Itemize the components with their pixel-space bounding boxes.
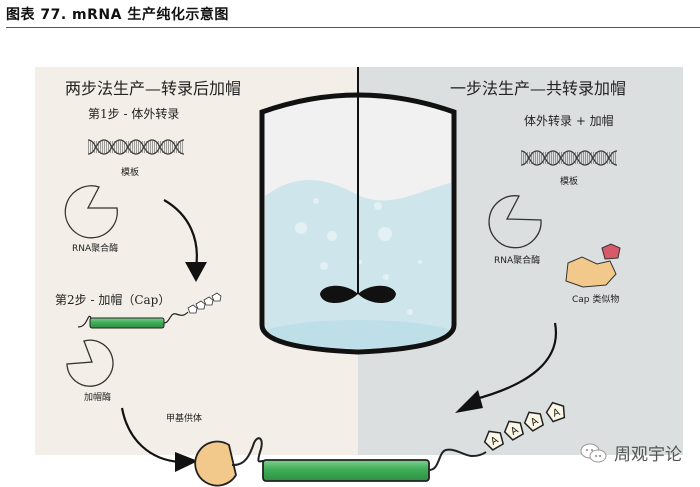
uncapped-mrna-icon (77, 292, 222, 329)
capped-mrna (194, 437, 487, 487)
adenine-icon: A (545, 401, 566, 423)
watermark: 周观宇论 (580, 440, 682, 465)
right-polymerase-label: RNA聚合酶 (494, 254, 540, 266)
cap-structure (194, 440, 237, 487)
cap-analog-icon (565, 243, 621, 288)
figure-title: 图表 77. mRNA 生产纯化示意图 (6, 7, 229, 23)
rna-polymerase-icon (488, 195, 542, 249)
arrow-to-capped-mrna (120, 407, 181, 464)
watermark-text: 周观宇论 (614, 445, 682, 465)
arrow-step1-to-step2 (163, 199, 198, 269)
methyl-donor-label: 甲基供体 (166, 412, 202, 424)
capping-enzyme-icon (66, 339, 114, 387)
left-polymerase-label: RNA聚合酶 (72, 242, 118, 254)
adenine-icon: A (483, 430, 505, 451)
adenine-icon: A (503, 420, 525, 441)
left-template-label: 模板 (121, 166, 139, 178)
adenine-icon: A (523, 411, 545, 432)
svg-text:A: A (551, 407, 561, 420)
stirrer-impeller-icon (320, 285, 396, 303)
capping-enzyme-label: 加帽酶 (84, 391, 111, 403)
right-step-label: 体外转录 + 加帽 (524, 113, 614, 128)
right-template-label: 模板 (560, 175, 578, 187)
wechat-icon (580, 442, 608, 464)
liquid-bottom (265, 320, 451, 349)
dna-template-icon (87, 139, 185, 155)
arrow-head-icon (185, 262, 207, 282)
arrow-to-polya-mrna (471, 322, 558, 402)
rna-polymerase-icon (64, 185, 118, 239)
title-divider (6, 27, 700, 28)
svg-text:A: A (529, 416, 541, 429)
right-heading: 一步法生产—共转录加帽 (450, 79, 626, 98)
arrow-head-icon (175, 452, 198, 472)
left-step2-label: 第2步 - 加帽（Cap） (55, 292, 170, 307)
svg-text:A: A (489, 435, 501, 448)
polya-tail: A A A A (483, 401, 566, 451)
left-heading: 两步法生产—转录后加帽 (65, 79, 241, 98)
mrna-coding-region (262, 459, 430, 482)
dna-template-icon (520, 150, 618, 166)
left-step1-label: 第1步 - 体外转录 (88, 106, 179, 121)
cap-analog-label: Cap 类似物 (572, 293, 619, 305)
arrow-head-icon (455, 390, 483, 413)
svg-text:A: A (509, 425, 521, 438)
